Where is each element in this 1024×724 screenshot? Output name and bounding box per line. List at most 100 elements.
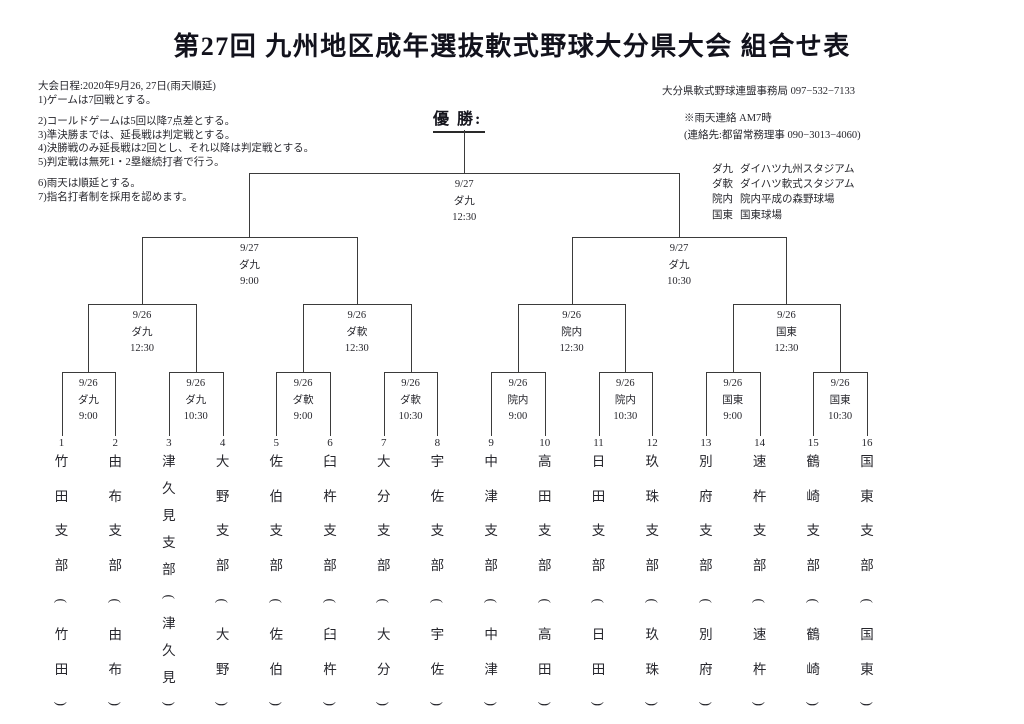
match-date: 9/27 (240, 243, 259, 254)
team-name-char: 支 (162, 534, 176, 550)
team-name-char: 速 (752, 627, 767, 643)
team-name-char: 佐 (269, 627, 284, 643)
team-name-char: 久 (162, 480, 176, 496)
venue-code: ダ九 (712, 164, 733, 175)
team-number: 9 (488, 437, 494, 449)
team-name-char: 部 (806, 557, 821, 573)
rule-item: 3)準決勝までは、延長戦は判定戦とする。 (38, 129, 236, 141)
team-number: 13 (700, 437, 712, 449)
team-name-char: 支 (860, 523, 874, 539)
match-date: 9/27 (454, 179, 474, 190)
team-name-char: 支 (376, 523, 391, 539)
team-name-char: ) (54, 701, 70, 707)
team-name-char: 支 (269, 523, 284, 539)
match-venue: ダ九 (131, 326, 153, 338)
round1-winner-riser (410, 304, 412, 372)
team-name-char: 布 (108, 661, 122, 677)
team-name-char: ) (322, 701, 338, 707)
team-name-char: 日 (591, 627, 606, 643)
team-name-char: 大 (376, 627, 391, 643)
quarterfinal-winner-riser (142, 237, 144, 304)
match-date: 9/26 (723, 378, 743, 389)
venue-code: 国東 (712, 209, 733, 221)
team-name: 鶴崎支部(鶴崎) (793, 455, 833, 711)
venue-name: ダイハツ軟式スタジアム (740, 179, 855, 191)
match-time: 9:00 (723, 411, 743, 422)
team-name-char: 佐 (430, 661, 445, 677)
round1-winner-riser (517, 304, 519, 372)
team-stem (867, 372, 868, 436)
team-name-char: 津 (484, 488, 498, 504)
team-name-char: ) (537, 701, 553, 707)
match-date: 9/26 (79, 378, 98, 389)
team-name-char: ( (161, 594, 177, 599)
team-name-char: ) (161, 701, 177, 707)
match-venue: ダ軟 (400, 394, 422, 406)
team-name-char: 部 (484, 557, 498, 573)
team-stem (168, 372, 170, 436)
round1-bar (276, 372, 330, 373)
match-time: 10:30 (828, 411, 853, 422)
team-stem (383, 372, 385, 436)
team-name-char: 分 (376, 661, 391, 677)
round1-bar (383, 372, 438, 373)
team-name: 別府支部(別府) (686, 455, 726, 711)
team-name-char: 田 (54, 661, 69, 677)
match-date: 9/26 (401, 378, 420, 389)
team-name-char: 珠 (645, 488, 659, 504)
team-name-char: 大 (215, 454, 230, 469)
quarterfinal-bar (303, 304, 411, 305)
team-name-char: 国 (860, 454, 874, 469)
team-name-char: 由 (108, 454, 122, 469)
team-name-char: 伯 (269, 661, 284, 677)
team-name-char: 部 (376, 557, 391, 573)
team-name-char: 高 (538, 454, 552, 469)
venue-name: 国東球場 (740, 209, 782, 221)
round1-bar (491, 372, 545, 373)
match-venue: ダ軟 (292, 394, 314, 406)
match-venue: 国東 (722, 394, 744, 406)
team-name-char: 府 (699, 488, 713, 504)
team-name-char: 崎 (806, 488, 821, 504)
team-name-char: 臼 (323, 627, 337, 643)
final-bar (249, 173, 680, 174)
team-name-char: 田 (54, 488, 69, 504)
team-name-char: ) (215, 701, 231, 707)
team-name-char: ( (215, 598, 231, 603)
team-name: 日田支部(日田) (579, 455, 619, 711)
team-name-char: 田 (538, 661, 552, 677)
match-time: 12:30 (344, 343, 369, 354)
team-name: 高田支部(高田) (525, 455, 565, 711)
team-name-char: 宇 (430, 627, 445, 643)
match-time: 9:00 (508, 411, 528, 422)
round1-bar (168, 372, 223, 373)
team-name-char: 野 (215, 661, 230, 677)
semifinal-winner-riser (249, 173, 251, 237)
team-number: 3 (166, 437, 172, 449)
rules-notes: 大会日程:2020年9月26, 27日(雨天順延) 1)ゲームは7回戦とする。2… (38, 80, 314, 204)
team-name-char: ) (430, 701, 446, 707)
team-name-char: ( (644, 598, 660, 603)
venue-legend-item: 院内院内平成の森野球場 (712, 192, 855, 207)
round1-winner-riser (840, 304, 842, 372)
venue-code: ダ軟 (712, 179, 733, 191)
team-name-char: 東 (860, 488, 874, 504)
team-name-char: 布 (108, 488, 122, 504)
team-name-char: ( (483, 598, 499, 603)
venue-name: ダイハツ九州スタジアム (740, 164, 855, 175)
team-name-char: 竹 (54, 627, 69, 643)
team-stem (491, 372, 493, 436)
round1-winner-riser (88, 304, 90, 372)
match-time: 9:00 (293, 411, 313, 422)
team-number: 12 (646, 437, 658, 449)
match-date: 9/26 (830, 378, 850, 389)
venue-name: 院内平成の森野球場 (740, 194, 835, 206)
round1-match-label: 9/26 国東 9:00 (699, 376, 767, 426)
team-number: 1 (58, 437, 65, 449)
team-name-char: 津 (162, 454, 176, 469)
team-name-char: ) (591, 701, 607, 707)
team-name-char: 崎 (806, 661, 821, 677)
